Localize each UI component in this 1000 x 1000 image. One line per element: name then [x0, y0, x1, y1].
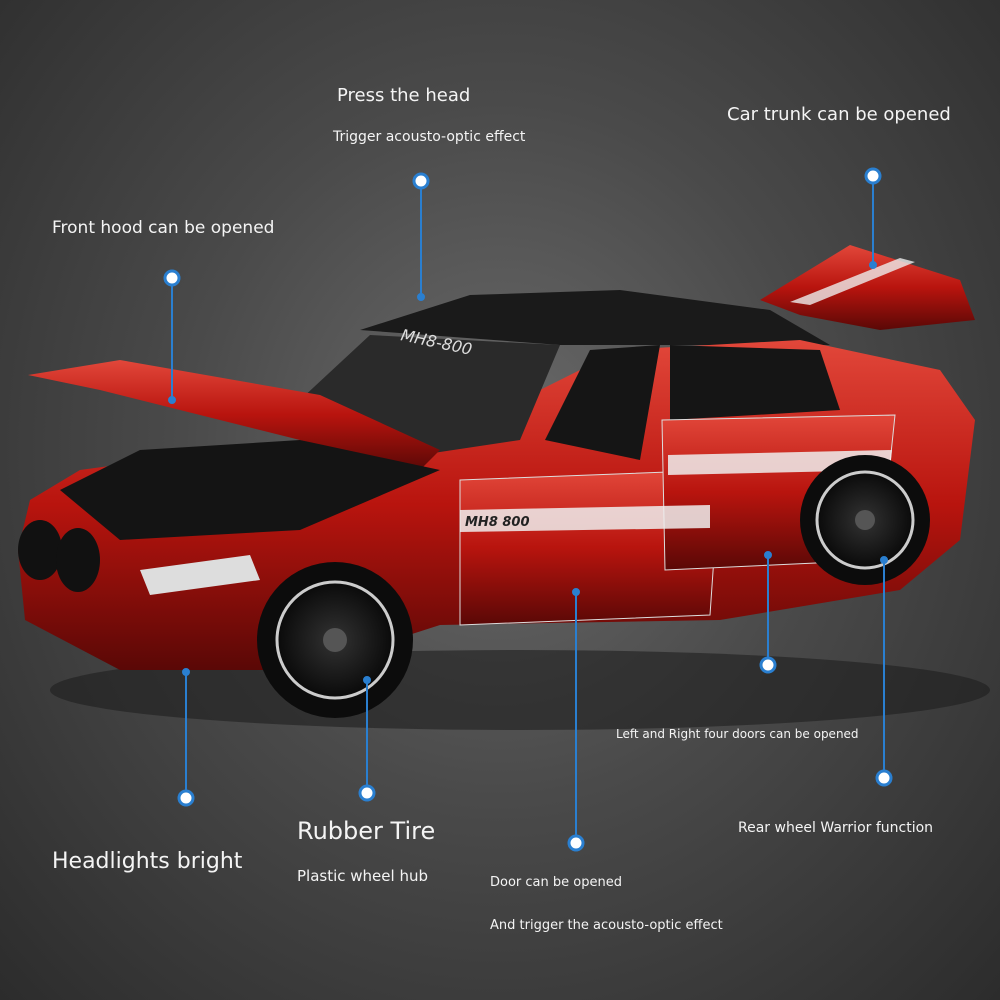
door-text: MH8 800 [465, 515, 530, 530]
front-wheel [257, 562, 413, 718]
label-hood: Front hood can be opened [52, 218, 275, 238]
label-trigger-effect: Trigger acousto-optic effect [333, 129, 526, 145]
label-wheel-hub: Plastic wheel hub [297, 867, 428, 885]
label-door-opened: Door can be opened [490, 875, 622, 890]
rear-wheel [800, 455, 930, 585]
callouts [163, 167, 893, 852]
car-body: MH8 800 MH8-800 [18, 245, 975, 718]
label-four-doors: Left and Right four doors can be opened [616, 727, 859, 741]
label-rear-wheel: Rear wheel Warrior function [738, 820, 934, 836]
label-trunk: Car trunk can be opened [727, 104, 951, 125]
label-headlights: Headlights bright [52, 849, 243, 874]
label-rubber-tire: Rubber Tire [297, 817, 436, 845]
label-press-head: Press the head [337, 85, 471, 106]
label-door-trigger: And trigger the acousto-optic effect [490, 918, 723, 933]
